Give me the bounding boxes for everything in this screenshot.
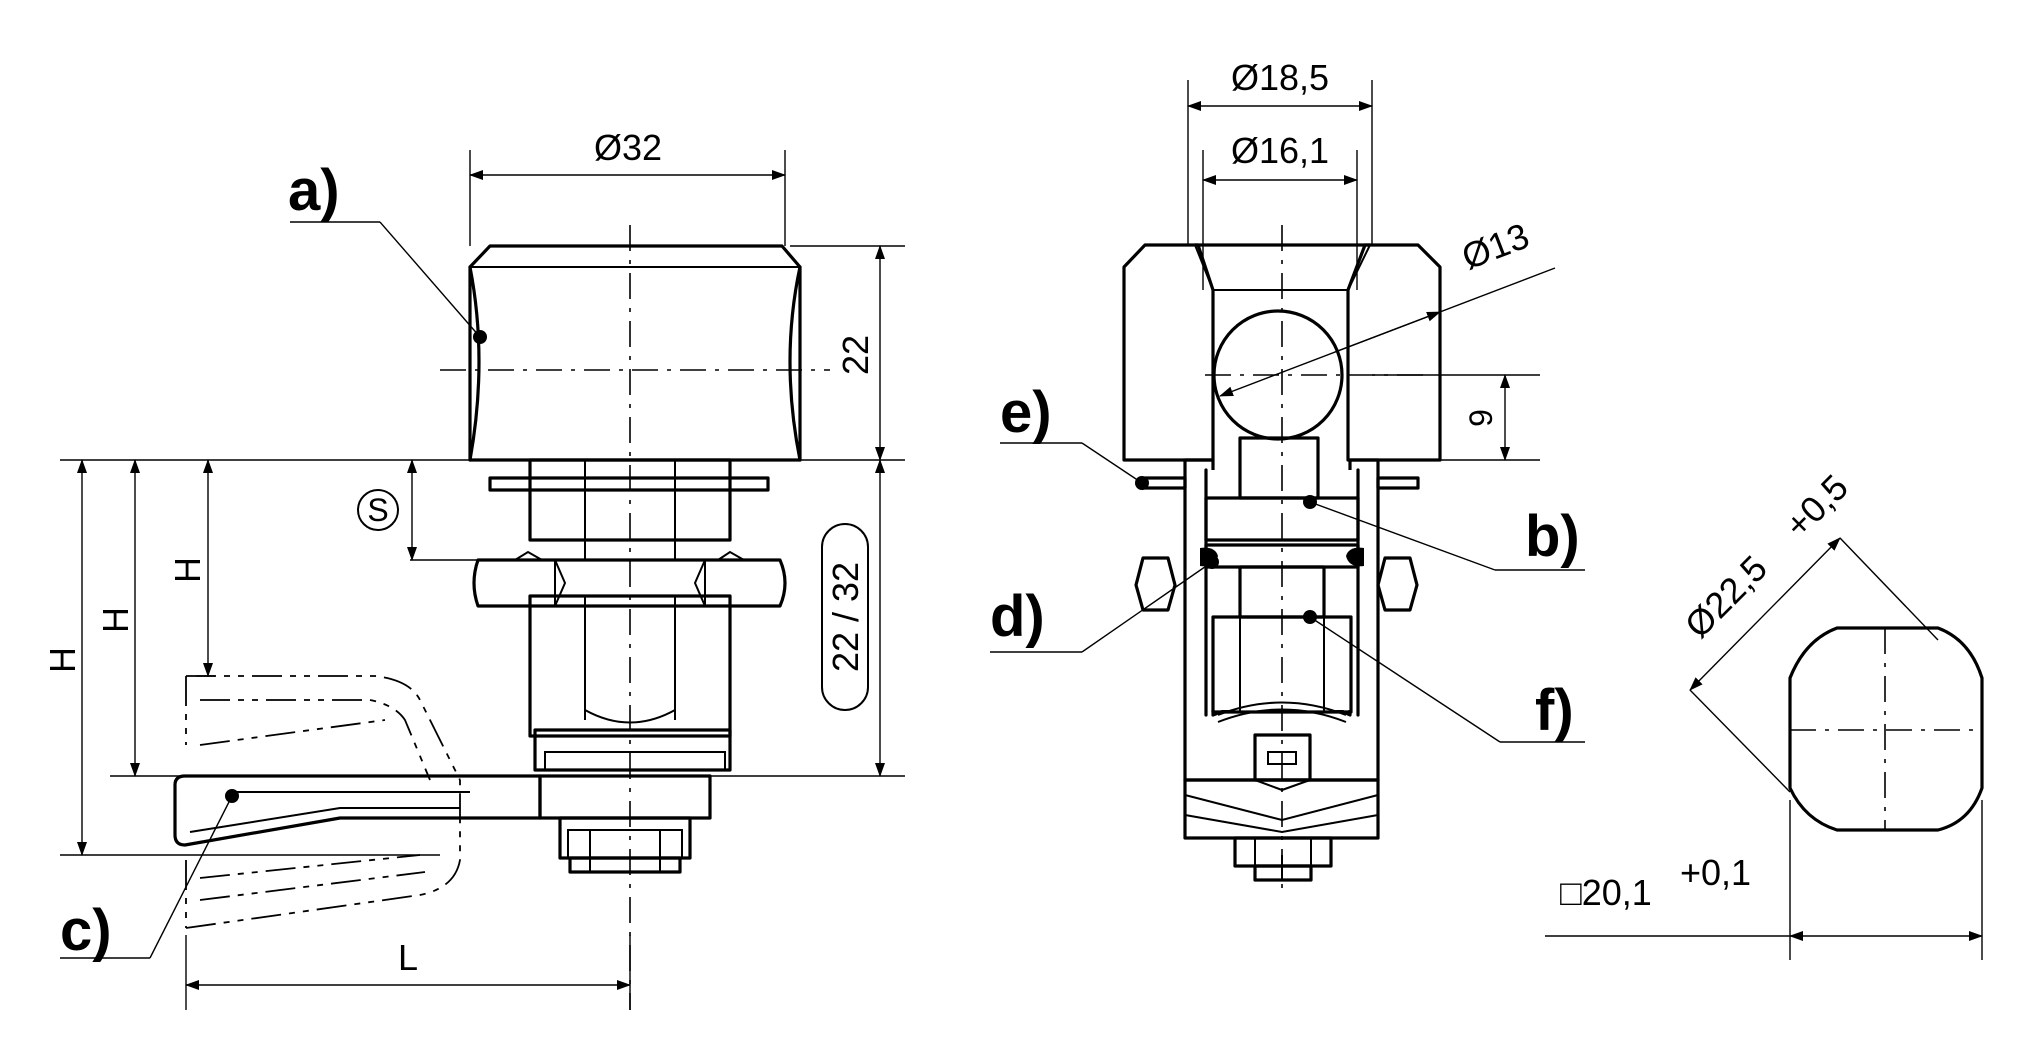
dim-diameter-32: Ø32 bbox=[594, 127, 662, 168]
section-view: Ø18,5 Ø16,1 Ø13 9 e) b) d) f) bbox=[990, 57, 1585, 895]
dim-cutout-square: □20,1 bbox=[1560, 872, 1652, 913]
phantom-lever-upper bbox=[185, 675, 461, 781]
dim-outer-diameter: Ø18,5 bbox=[1231, 57, 1329, 98]
knob bbox=[440, 244, 830, 462]
callout-dot-c bbox=[225, 789, 239, 803]
callout-a: a) bbox=[288, 158, 340, 223]
dim-shaft-options: 22 / 32 bbox=[825, 562, 866, 672]
side-view: Ø32 22 22 / 32 S H H H L a) bbox=[42, 127, 905, 1010]
washer bbox=[488, 476, 770, 492]
phantom-lever-lower bbox=[185, 780, 461, 929]
cam-section bbox=[1183, 778, 1380, 882]
callout-c: c) bbox=[60, 898, 112, 963]
dim-ball-diameter: Ø13 bbox=[1456, 215, 1534, 278]
callout-f: f) bbox=[1535, 678, 1574, 743]
dim-offset-9: 9 bbox=[1463, 409, 1499, 427]
shaft-options-frame bbox=[821, 523, 869, 711]
hex-nut bbox=[472, 550, 787, 608]
dim-cutout-diameter-tol: +0,5 bbox=[1777, 466, 1856, 545]
s-symbol-circle bbox=[357, 489, 399, 531]
cutout-outline bbox=[1788, 626, 1984, 832]
dim-h-lower: H bbox=[42, 647, 83, 673]
dim-length: L bbox=[398, 937, 418, 978]
dim-h-middle: H bbox=[95, 607, 136, 633]
dim-inner-diameter: Ø16,1 bbox=[1231, 130, 1329, 171]
dim-knob-height: 22 bbox=[835, 335, 876, 375]
panel-cutout-view: Ø22,5 +0,5 □20,1 +0,1 bbox=[1545, 466, 1984, 960]
callout-d: d) bbox=[990, 584, 1045, 649]
callout-e: e) bbox=[1000, 380, 1052, 445]
callout-b: b) bbox=[1525, 504, 1580, 569]
callout-dot-a bbox=[473, 330, 487, 344]
callout-dot-e bbox=[1135, 476, 1149, 490]
dim-cutout-diameter: Ø22,5 bbox=[1677, 547, 1775, 645]
dim-s-symbol: S bbox=[367, 492, 388, 528]
dim-h-upper: H bbox=[167, 557, 208, 583]
o-ring-right bbox=[1346, 547, 1364, 567]
dim-cutout-square-tol: +0,1 bbox=[1680, 852, 1751, 893]
